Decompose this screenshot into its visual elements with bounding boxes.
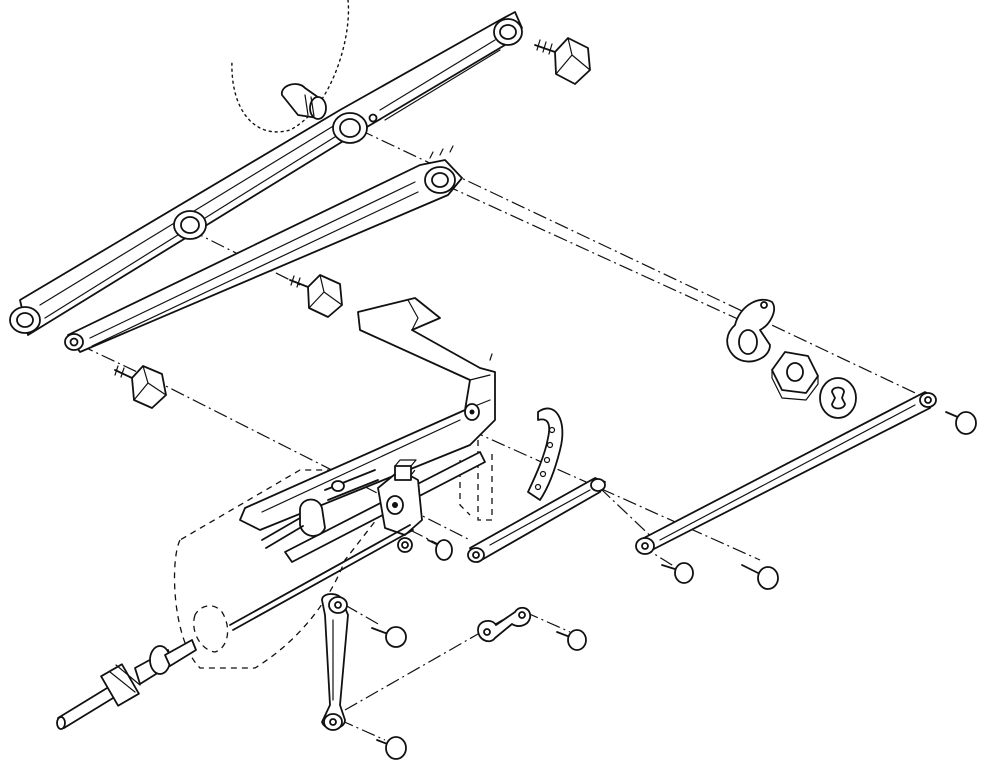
clevis-pin-right — [945, 411, 977, 435]
pivot-bushing — [281, 83, 327, 120]
swivel-bracket — [726, 298, 775, 363]
shoulder-screw-top-right — [534, 37, 591, 85]
small-dogbone-link — [477, 606, 532, 643]
vertical-drop-link — [321, 593, 349, 731]
clevis-pin-a — [661, 562, 694, 584]
lock-washer — [819, 377, 857, 419]
shoulder-screw-middle — [289, 274, 343, 318]
hidden-arc-top — [231, 0, 350, 133]
hex-nut — [771, 351, 819, 401]
slotted-quadrant — [527, 407, 564, 501]
clevis-pin-c — [371, 626, 407, 648]
clevis-pin-center — [427, 539, 453, 561]
central-bell-crank — [324, 459, 423, 553]
input-shaft-ujoint — [56, 639, 197, 730]
drag-link-long — [635, 391, 937, 555]
short-connecting-link — [467, 477, 606, 563]
clevis-pin-b — [741, 564, 779, 590]
upper-long-lever — [9, 11, 523, 336]
shoulder-screw-left — [114, 365, 167, 409]
hidden-housing-end — [193, 605, 229, 653]
clevis-pin-d — [556, 629, 587, 651]
lower-long-lever — [64, 145, 463, 353]
cranked-frame — [239, 297, 496, 563]
clevis-pin-e — [376, 736, 407, 760]
push-rod — [229, 524, 414, 631]
